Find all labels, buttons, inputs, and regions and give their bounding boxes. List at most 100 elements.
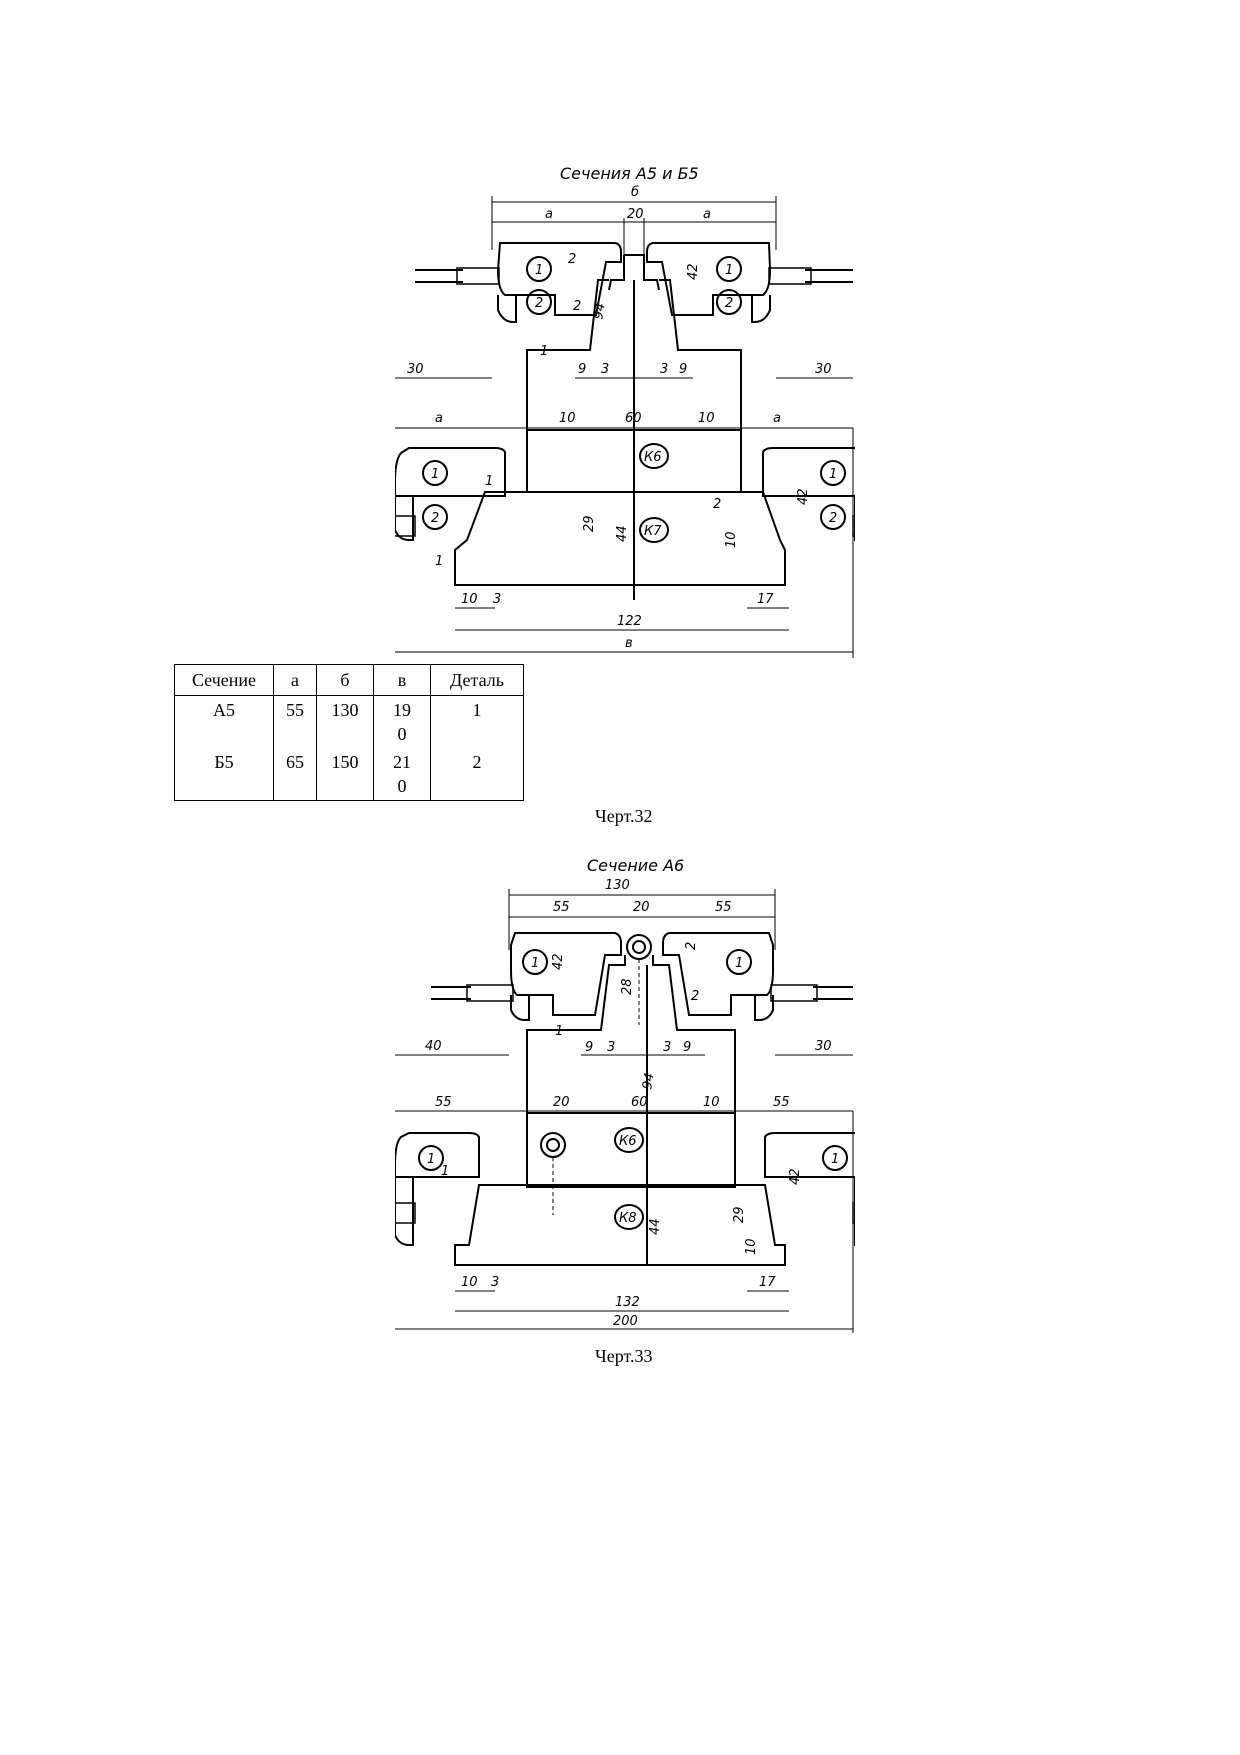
dim-a-top-left: a <box>545 207 553 222</box>
dim-10-bottom: 10 <box>461 1275 478 1290</box>
dim-42-lower: 42 <box>788 1168 803 1185</box>
dim-42-top: 42 <box>551 953 566 970</box>
dim-55-top-right: 55 <box>715 900 732 915</box>
cell-a: 55 <box>273 695 317 748</box>
mark-k6: К6 <box>619 1134 637 1149</box>
dim-2-top: 2 <box>684 942 699 950</box>
dim-1-lower-b: 1 <box>435 554 443 569</box>
dim-94: 94 <box>640 1072 658 1091</box>
dim-3-right: 3 <box>663 1040 671 1055</box>
cell-v: 21 0 <box>373 748 431 801</box>
mark-k7: К7 <box>644 524 662 539</box>
cell-detail: 2 <box>430 748 524 801</box>
header-b: б <box>316 664 374 696</box>
dim-30-right: 30 <box>815 1039 832 1054</box>
dim-1-lower: 1 <box>441 1164 449 1179</box>
cell-b: 130 <box>316 695 374 748</box>
dim-1-lower-a: 1 <box>485 474 493 489</box>
dim-a-top-right: a <box>703 207 711 222</box>
drawing-sections-a5-b5: Сечения А5 и Б5 б a 20 a 1 2 1 2 42 2 2 … <box>395 160 855 660</box>
dim-v: в <box>625 636 633 651</box>
dim-60: 60 <box>631 1095 648 1110</box>
dim-10-mid-right: 10 <box>698 411 715 426</box>
cell-v: 19 0 <box>373 695 431 748</box>
dim-3-right: 3 <box>660 362 668 377</box>
dim-42-lower: 42 <box>796 488 811 505</box>
dim-a-mid-right: a <box>773 411 781 426</box>
dim-2-top: 2 <box>568 252 576 267</box>
dim-10-side: 10 <box>744 1238 759 1255</box>
dim-3-bottom: 3 <box>491 1275 499 1290</box>
sections-table: Сечение а б в Деталь А5 55 130 19 0 1 Б5… <box>174 664 524 801</box>
dim-2-lower: 2 <box>713 497 721 512</box>
mark-k6: К6 <box>644 450 662 465</box>
dim-1-top: 1 <box>555 1024 563 1039</box>
dim-3-bottom: 3 <box>493 592 501 607</box>
dim-9-right: 9 <box>679 362 687 377</box>
mark-1-d: 1 <box>829 467 837 482</box>
drawing-title: Сечения А5 и Б5 <box>560 164 699 183</box>
header-detail: Деталь <box>430 664 524 696</box>
dim-30-right: 30 <box>815 362 832 377</box>
dim-10-side: 10 <box>724 531 739 548</box>
drawing-title: Сечение А6 <box>587 856 684 875</box>
dim-55-top-left: 55 <box>553 900 570 915</box>
mark-2-d: 2 <box>829 511 837 526</box>
mark-2-c: 2 <box>431 511 439 526</box>
dim-20-mid: 20 <box>553 1095 570 1110</box>
dim-9-left: 9 <box>585 1040 593 1055</box>
dim-94: 94 <box>591 302 609 321</box>
cell-section: А5 <box>174 695 274 748</box>
mark-2-b: 2 <box>725 296 733 311</box>
table-row: Б5 65 150 21 0 2 <box>174 748 524 801</box>
header-a: а <box>273 664 317 696</box>
dim-30-left: 30 <box>407 362 424 377</box>
dim-42-top: 42 <box>686 263 701 280</box>
dim-10-bottom: 10 <box>461 592 478 607</box>
dim-60: 60 <box>625 411 642 426</box>
dim-29: 29 <box>732 1206 747 1223</box>
cell-detail: 1 <box>430 695 524 748</box>
mark-1-c: 1 <box>427 1152 435 1167</box>
dim-130-top: 130 <box>605 878 630 893</box>
mark-1-d: 1 <box>831 1152 839 1167</box>
header-v: в <box>373 664 431 696</box>
cell-b: 150 <box>316 748 374 801</box>
dim-a-mid-left: a <box>435 411 443 426</box>
dim-200: 200 <box>613 1314 638 1329</box>
dim-3-left: 3 <box>601 362 609 377</box>
dim-40-left: 40 <box>425 1039 442 1054</box>
dim-122: 122 <box>617 614 642 629</box>
cell-section: Б5 <box>174 748 274 801</box>
dim-28: 28 <box>620 978 635 995</box>
drawing-section-a6: Сечение А6 130 55 20 55 1 42 1 28 2 2 1 … <box>395 855 855 1335</box>
caption-chert-33: Черт.33 <box>595 1346 653 1366</box>
dim-132: 132 <box>615 1295 640 1310</box>
table-row: А5 55 130 19 0 1 <box>174 695 524 748</box>
mark-k8: К8 <box>619 1211 637 1226</box>
mark-1-c: 1 <box>431 467 439 482</box>
mark-1-b: 1 <box>725 263 733 278</box>
mark-1-a: 1 <box>535 263 543 278</box>
header-section: Сечение <box>174 664 274 696</box>
dim-1-top: 1 <box>540 344 548 359</box>
dim-2-mid: 2 <box>573 299 581 314</box>
dim-20-top: 20 <box>633 900 650 915</box>
dim-17-bottom: 17 <box>757 592 774 607</box>
dim-2-mid: 2 <box>691 989 699 1004</box>
mark-1-a: 1 <box>531 956 539 971</box>
mark-2-a: 2 <box>535 296 543 311</box>
cell-a: 65 <box>273 748 317 801</box>
caption-chert-32: Черт.32 <box>595 806 653 826</box>
dim-44: 44 <box>648 1218 663 1235</box>
mark-1-b: 1 <box>735 956 743 971</box>
dim-10-mid-left: 10 <box>559 411 576 426</box>
dim-44: 44 <box>615 525 630 542</box>
dim-55-mid-left: 55 <box>435 1095 452 1110</box>
dim-10-mid: 10 <box>703 1095 720 1110</box>
dim-29: 29 <box>582 515 597 532</box>
dim-9-left: 9 <box>578 362 586 377</box>
dim-55-mid-right: 55 <box>773 1095 790 1110</box>
dim-20-top: 20 <box>627 207 644 222</box>
dim-9-right: 9 <box>683 1040 691 1055</box>
